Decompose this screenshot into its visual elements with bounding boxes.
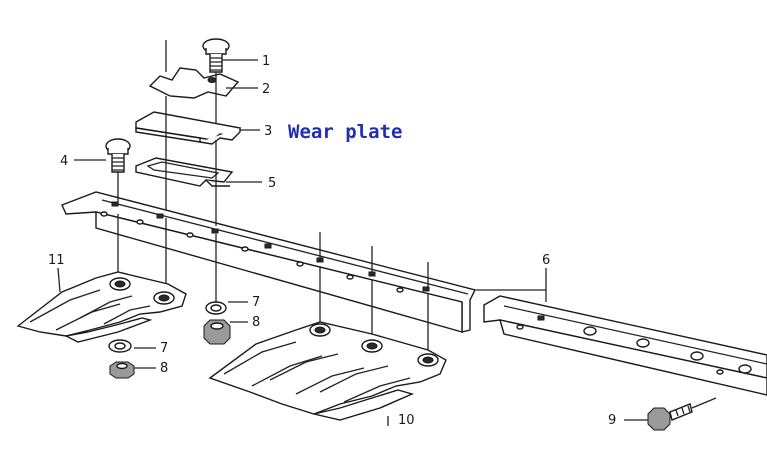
carriage-bolt-top xyxy=(202,38,230,73)
knife-section-small xyxy=(16,271,187,343)
knife-back-bar-section xyxy=(483,295,767,396)
wear-plate-annotation: Wear plate xyxy=(288,121,402,143)
wear-plate xyxy=(135,111,242,145)
callout-9: 9 xyxy=(608,413,616,428)
leader-lines xyxy=(57,59,717,426)
carriage-bolt-left xyxy=(105,138,131,173)
callout-4: 4 xyxy=(60,154,68,169)
assembly-guide-lines xyxy=(117,40,429,350)
hex-nut-upper xyxy=(203,319,231,345)
callout-7-lower: 7 xyxy=(160,341,168,356)
callout-1: 1 xyxy=(262,54,270,69)
callout-numbers: 1 2 3 4 5 6 7 8 7 8 9 10 11 xyxy=(48,54,616,428)
hex-bolt xyxy=(647,403,693,431)
knife-section-large xyxy=(208,321,447,421)
shim-plate xyxy=(135,157,234,187)
callout-3: 3 xyxy=(264,124,272,139)
callout-8-lower: 8 xyxy=(160,361,168,376)
hold-down-clip xyxy=(148,67,240,99)
lock-washer-upper xyxy=(205,301,227,315)
callout-2: 2 xyxy=(262,82,270,97)
lock-washer-lower xyxy=(108,339,132,353)
callout-5: 5 xyxy=(268,176,276,191)
callout-8-upper: 8 xyxy=(252,315,260,330)
callout-11: 11 xyxy=(48,253,65,268)
callout-10: 10 xyxy=(398,413,415,428)
callout-6: 6 xyxy=(542,253,550,268)
hex-nut-lower xyxy=(109,361,135,379)
callout-7-upper: 7 xyxy=(252,295,260,310)
